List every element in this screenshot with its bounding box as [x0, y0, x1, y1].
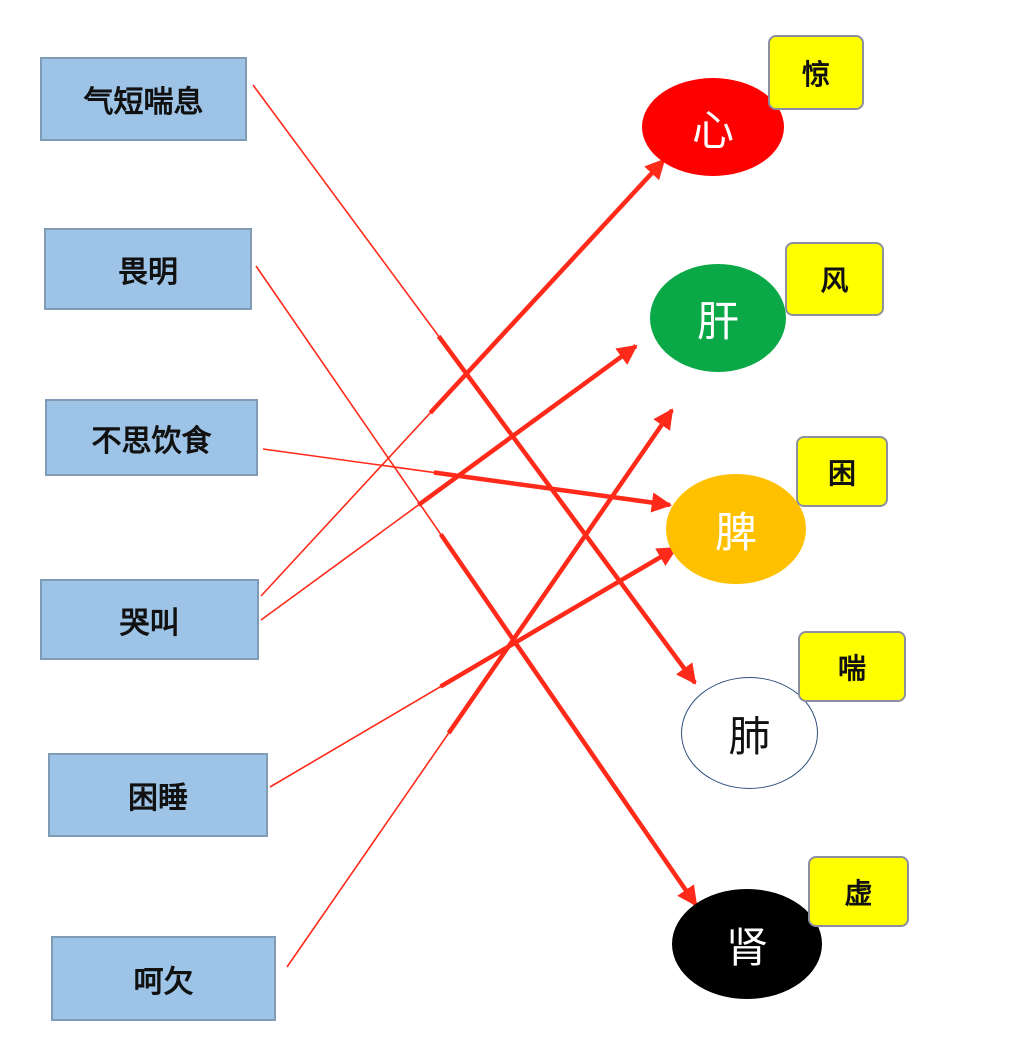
symptom-label: 畏明 — [118, 255, 178, 290]
symptom-kujiao: 哭叫 — [40, 579, 259, 660]
symptom-busiyinshi: 不思饮食 — [45, 399, 258, 476]
tag-liver: 风 — [785, 242, 884, 316]
organ-label: 心 — [691, 105, 734, 155]
arrow-kujiao-to-liver — [417, 344, 638, 507]
tag-label: 困 — [827, 456, 856, 490]
organ-kidney: 肾 — [672, 889, 822, 999]
tag-lung: 喘 — [798, 631, 906, 702]
organ-liver: 肝 — [650, 264, 786, 372]
symptom-heqian: 呵欠 — [51, 936, 276, 1021]
organ-lung: 肺 — [681, 677, 818, 789]
tag-label: 惊 — [801, 57, 830, 91]
symptom-label: 困睡 — [128, 781, 188, 816]
tag-spleen: 困 — [796, 436, 888, 507]
organ-heart: 心 — [642, 78, 784, 176]
tag-label: 风 — [820, 264, 849, 297]
symptom-label: 哭叫 — [119, 605, 180, 641]
symptom-kunshui: 困睡 — [48, 753, 268, 837]
arrow-heqian-to-spleen — [446, 408, 674, 735]
symptom-label: 气短喘息 — [83, 85, 204, 120]
arrow-qiduanchuanxi-to-lung — [436, 334, 697, 685]
organ-label: 肝 — [696, 296, 739, 346]
arrow-kujiao-to-heart — [428, 158, 666, 415]
symptom-label: 不思饮食 — [91, 423, 212, 459]
tag-kidney: 虚 — [808, 856, 909, 927]
organ-spleen: 脾 — [666, 474, 806, 584]
organ-label: 肺 — [728, 711, 771, 761]
organ-label: 肾 — [725, 922, 768, 972]
arrow-weiming-to-kidney — [438, 533, 698, 907]
arrow-busiyinshi-to-spleen — [433, 470, 673, 513]
organ-label: 脾 — [714, 507, 757, 557]
symptom-qiduanchuanxi: 气短喘息 — [40, 57, 247, 141]
tag-label: 喘 — [837, 651, 866, 685]
tag-label: 虚 — [844, 876, 873, 910]
arrow-kunshui-to-spleen — [439, 546, 678, 689]
symptom-label: 呵欠 — [133, 964, 194, 1000]
symptom-weiming: 畏明 — [44, 228, 252, 310]
tag-heart: 惊 — [768, 35, 864, 110]
